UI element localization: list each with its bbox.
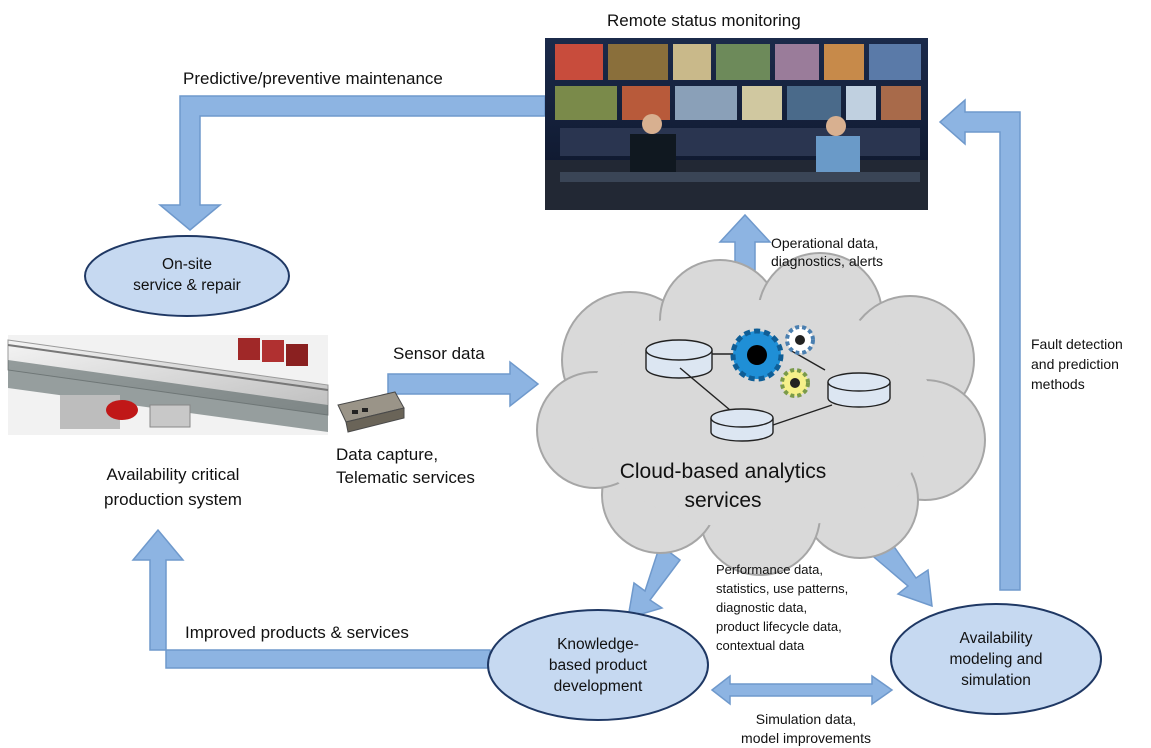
arrow-cloud-to-knowledge xyxy=(627,543,682,620)
arrow-sensor-data xyxy=(387,360,540,408)
database-icon xyxy=(645,339,713,379)
arrow-simulation-data xyxy=(710,674,894,706)
availability-node-label: Availability modeling and simulation xyxy=(949,630,1043,689)
predictive-maintenance-label: Predictive/preventive maintenance xyxy=(183,69,443,88)
arrow-fault-detection xyxy=(938,98,1021,591)
gear-icon xyxy=(780,368,810,398)
gear-icon xyxy=(785,325,815,355)
simulation-data-label: Simulation data, model improvements xyxy=(741,711,871,746)
production-system-image xyxy=(7,335,329,435)
availability-critical-label: Availability critical production system xyxy=(104,465,242,509)
improved-products-label: Improved products & services xyxy=(185,623,409,642)
cloud-node-label: Cloud-based analytics services xyxy=(619,460,827,512)
control-room-image xyxy=(545,38,928,210)
fault-detection-label: Fault detection and prediction methods xyxy=(1031,336,1123,392)
arrow-predictive-maintenance xyxy=(157,95,546,231)
database-icon xyxy=(710,408,774,442)
gear-icon xyxy=(730,328,784,382)
sensor-data-label: Sensor data xyxy=(393,344,485,363)
arrow-improved-products xyxy=(131,528,491,669)
onsite-node xyxy=(84,235,290,317)
knowledge-node xyxy=(487,609,709,721)
knowledge-node-label: Knowledge- based product development xyxy=(548,636,648,695)
onsite-node-label: On-site service & repair xyxy=(133,256,241,294)
remote-monitoring-label: Remote status monitoring xyxy=(607,11,801,30)
database-icon xyxy=(827,372,891,408)
data-capture-label: Data capture, Telematic services xyxy=(336,445,475,487)
operational-data-label: Operational data, diagnostics, alerts xyxy=(771,235,884,269)
availability-node xyxy=(890,603,1102,715)
performance-data-label: Performance data, statistics, use patter… xyxy=(716,562,849,653)
telematic-device-icon xyxy=(337,391,405,433)
